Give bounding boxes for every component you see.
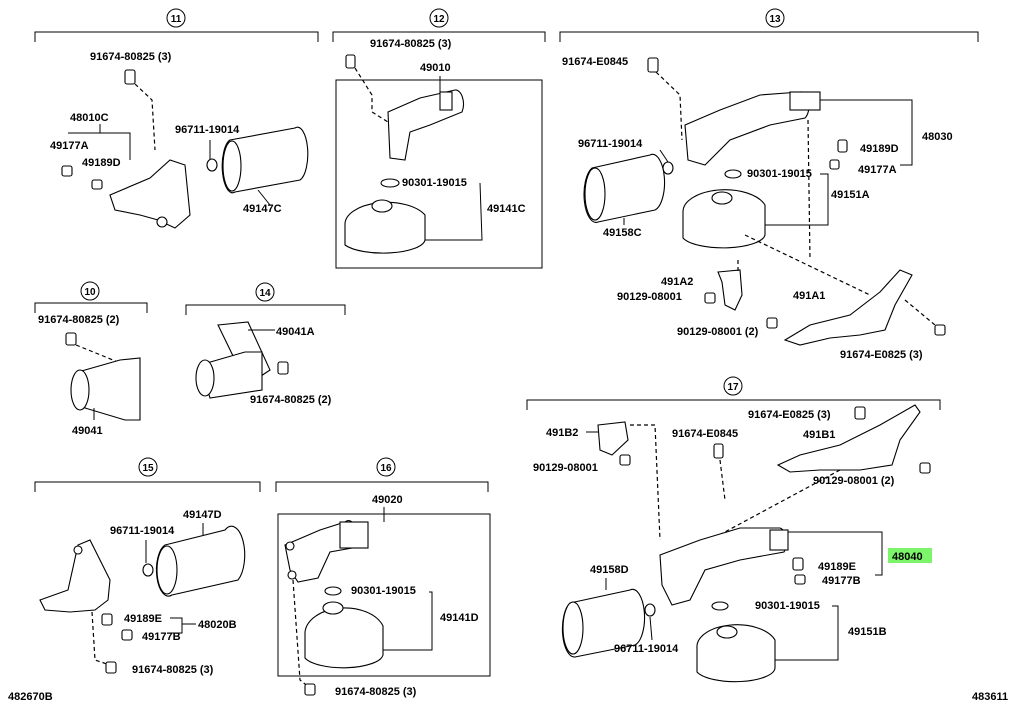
section-number: 10 [84,287,96,298]
section-number: 14 [259,288,271,299]
part-label: 90301-19015 [351,585,416,597]
part-label: 491A1 [793,290,825,302]
part-label: 91674-80825 (2) [38,314,120,326]
part-label: 491B1 [803,429,835,441]
part-label: 49010 [420,62,451,74]
part-label: 49189D [82,157,121,169]
part-label: 49141D [440,612,479,624]
section-number: 13 [769,14,781,25]
part-label: 90129-08001 (2) [677,326,759,338]
part-label: 49189D [860,143,899,155]
part-label: 90301-19015 [755,600,820,612]
part-label: 96711-19014 [175,124,240,136]
part-label: 90301-19015 [402,177,467,189]
part-label-highlighted: 48040 [892,551,923,563]
part-label: 49158D [590,564,629,576]
valve-part [39,539,111,613]
part-label: 49177A [50,140,89,152]
part-label: 90301-19015 [747,168,812,180]
sphere-part [304,607,384,669]
part-label: 48010C [70,112,109,124]
part-label: 49147C [243,203,282,215]
part-label: 49189E [124,613,162,625]
section-number: 11 [171,14,182,25]
bracket-part [776,404,921,473]
sphere-part [682,189,766,249]
section-12: 12 91674-80825 (3) 49010 90301-19015 491… [332,8,546,269]
section-14: 14 49041A 91674-80825 (2) [185,282,346,406]
part-label: 49020 [372,494,403,506]
part-label: 90129-08001 [617,291,682,303]
part-label: 49041 [72,425,103,437]
part-label: 91674-80825 (3) [335,686,417,698]
sphere-part [344,201,426,254]
bracket-part [783,269,913,346]
section-number: 12 [433,14,445,25]
bolt-part [124,69,136,85]
part-label: 49147D [183,509,222,521]
part-label: 90129-08001 (2) [813,475,895,487]
part-label: 49177B [142,631,181,643]
section-17: 17 91674-E0825 (3) 491B2 90129-08001 916… [526,376,941,683]
diagram-id-left: 482670B [8,691,53,703]
section-number: 16 [380,463,392,474]
sphere-part [696,624,776,683]
part-label: 48030 [922,131,953,143]
part-label: 49177A [858,164,897,176]
accumulator-part [77,357,141,421]
part-label: 49158C [603,227,642,239]
accumulator-part [221,126,309,194]
part-label: 91674-80825 (3) [132,664,214,676]
part-label: 91674-E0845 [672,428,738,440]
part-label: 491A2 [661,276,693,288]
part-label: 91674-E0845 [562,56,628,68]
part-label: 49041A [276,326,315,338]
part-label: 91674-E0825 (3) [748,409,831,421]
part-label: 49177B [822,575,861,587]
part-label: 90129-08001 [533,462,598,474]
highlight-marker [888,548,932,563]
section-10: 10 91674-80825 (2) 49041 [34,281,148,437]
part-label: 49189E [818,561,856,573]
section-11: 11 91674-80825 (3) 48010C 49177A 49189D … [34,8,319,229]
part-label: 49141C [487,203,526,215]
section-13: 13 91674-E0845 48030 49189D 49177A 96711… [559,8,979,361]
section-15: 15 49147D 96711-19014 49189E 48020B 4917… [34,457,261,676]
valve-part [109,159,191,229]
part-label: 91674-80825 (3) [90,51,172,63]
part-label: 491B2 [546,427,578,439]
part-label: 49151B [848,626,887,638]
part-label: 96711-19014 [614,643,679,655]
part-label: 91674-E0825 (3) [840,349,923,361]
part-label: 91674-80825 (3) [370,38,452,50]
part-label: 96711-19014 [578,138,643,150]
part-label: 49151A [831,189,870,201]
diagram-id-right: 483611 [972,691,1008,703]
valve-part [659,527,788,606]
section-16: 16 49020 90301-19015 49141D 91674-80825 … [275,457,491,698]
part-label: 91674-80825 (2) [250,394,332,406]
part-label: 48020B [198,619,237,631]
section-number: 15 [142,463,154,474]
part-label: 96711-19014 [110,525,175,537]
section-number: 17 [727,382,739,393]
